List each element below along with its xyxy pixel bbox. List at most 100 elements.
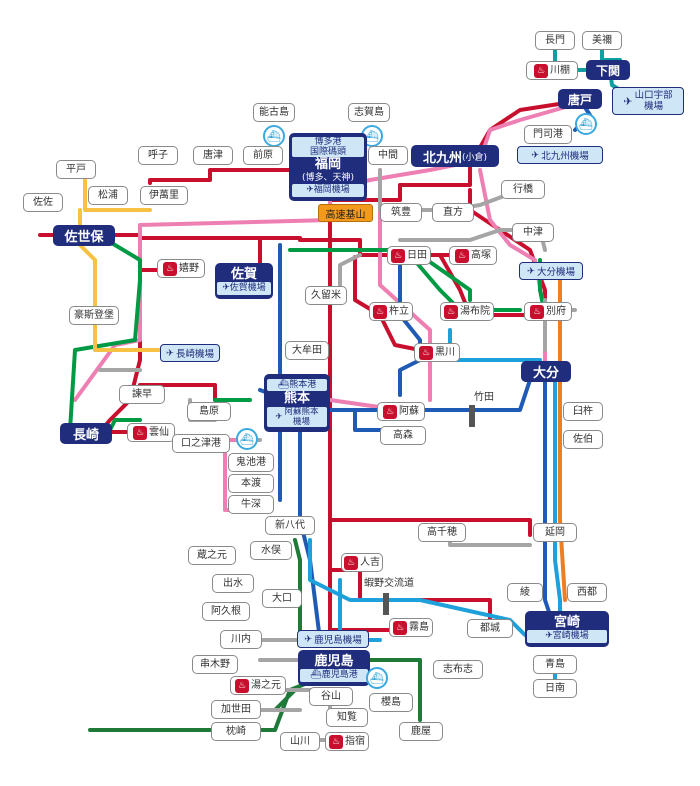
station-nobeoka[interactable]: 延岡 bbox=[533, 523, 577, 542]
station-isahaya[interactable]: 諫早 bbox=[119, 385, 165, 404]
station-izumi[interactable]: 出水 bbox=[212, 574, 254, 593]
plane-icon: ✈ bbox=[222, 283, 230, 293]
station-kurokawa[interactable]: ♨黒川 bbox=[414, 343, 460, 362]
plane-icon: ✈ bbox=[545, 631, 553, 641]
airport-saga[interactable]: ✈佐賀機場 bbox=[217, 282, 271, 295]
hub-oita[interactable]: 大分 bbox=[521, 361, 571, 382]
station-hitoyoshi[interactable]: ♨人吉 bbox=[341, 553, 383, 572]
station-yunomoto[interactable]: ♨湯之元 bbox=[230, 676, 286, 695]
station-okuchi[interactable]: 大口 bbox=[262, 589, 302, 608]
station-matsura[interactable]: 松浦 bbox=[88, 186, 128, 205]
station-kuchinotsu[interactable]: 口之津港 bbox=[172, 434, 230, 453]
station-unzen[interactable]: ♨雲仙 bbox=[127, 423, 175, 442]
station-kaseda[interactable]: 加世田 bbox=[211, 700, 261, 719]
station-takatsuka[interactable]: ♨高塚 bbox=[449, 246, 497, 265]
station-mojiko[interactable]: 門司港 bbox=[524, 125, 572, 144]
station-kitsuki[interactable]: ♨杵立 bbox=[369, 302, 413, 321]
station-yamakawa[interactable]: 山川 bbox=[280, 732, 320, 751]
station-ibusuki[interactable]: ♨指宿 bbox=[325, 732, 369, 751]
station-yukuhashi[interactable]: 行橋 bbox=[501, 180, 545, 199]
ebino-gate bbox=[383, 593, 389, 615]
station-akune[interactable]: 阿久根 bbox=[202, 602, 250, 621]
station-makurazaki[interactable]: 枕崎 bbox=[211, 722, 261, 741]
station-kirishima[interactable]: ♨霧島 bbox=[389, 618, 433, 637]
hub-saga[interactable]: 佐賀 ✈佐賀機場 bbox=[215, 263, 273, 299]
airport-kagoshima[interactable]: ✈鹿児島機場 bbox=[297, 630, 369, 648]
station-ureshino[interactable]: ♨嬉野 bbox=[157, 259, 205, 278]
airport-fukuoka[interactable]: ✈福岡機場 bbox=[292, 184, 364, 197]
station-shimabara[interactable]: 島原 bbox=[187, 402, 231, 421]
airport-miyazaki[interactable]: ✈宮崎機場 bbox=[527, 630, 607, 643]
hub-kagoshima[interactable]: 鹿児島 ⛴鹿児島港 bbox=[298, 650, 370, 686]
hub-kitakyushu[interactable]: 北九州(小倉) bbox=[411, 145, 499, 167]
airport-kumamoto[interactable]: ✈阿蘇熊本 機場 bbox=[267, 407, 327, 427]
hub-shimonoseki[interactable]: 下関 bbox=[586, 60, 630, 80]
airport-kitakyushu[interactable]: ✈北九州機場 bbox=[517, 146, 603, 164]
station-satsuma-sendai[interactable]: 蔵之元 bbox=[188, 546, 236, 565]
station-beppu[interactable]: ♨別府 bbox=[524, 302, 572, 321]
station-takamori[interactable]: 高森 bbox=[380, 426, 426, 445]
station-saza[interactable]: 佐佐 bbox=[23, 193, 63, 212]
station-nogata[interactable]: 直方 bbox=[432, 203, 474, 222]
station-kanoya[interactable]: 鹿屋 bbox=[399, 722, 443, 741]
line-red-karatsu bbox=[148, 168, 312, 185]
hub-karato[interactable]: 唐戸 bbox=[558, 89, 602, 109]
station-noko[interactable]: 能古島 bbox=[253, 103, 295, 122]
station-sendai[interactable]: 川内 bbox=[220, 630, 262, 649]
station-taniyama[interactable]: 谷山 bbox=[309, 687, 353, 706]
station-omuta[interactable]: 大牟田 bbox=[285, 341, 329, 360]
station-imari[interactable]: 伊萬里 bbox=[140, 186, 188, 205]
station-karatsu[interactable]: 唐津 bbox=[193, 146, 233, 165]
station-ushibuka[interactable]: 牛深 bbox=[228, 495, 274, 514]
station-kushikino[interactable]: 串木野 bbox=[192, 655, 238, 674]
station-yobuko[interactable]: 呼子 bbox=[138, 146, 178, 165]
hub-sasebo[interactable]: 佐世保 bbox=[53, 225, 115, 246]
station-aso[interactable]: ♨阿蘇 bbox=[377, 402, 425, 421]
hub-miyazaki[interactable]: 宮崎 ✈宮崎機場 bbox=[525, 611, 609, 647]
station-kurume[interactable]: 久留米 bbox=[305, 286, 347, 305]
line-green-shibushi bbox=[338, 658, 422, 722]
highway-kosoku-kiyama[interactable]: 高速基山 bbox=[318, 204, 373, 222]
station-takeda[interactable]: 竹田 bbox=[474, 391, 494, 403]
station-shibushi[interactable]: 志布志 bbox=[433, 660, 483, 679]
station-miyakonojo[interactable]: 都城 bbox=[467, 619, 513, 638]
station-nakama[interactable]: 中間 bbox=[368, 146, 408, 165]
line-cyan-mid bbox=[448, 328, 542, 362]
station-nagato[interactable]: 長門 bbox=[535, 31, 575, 50]
hub-fukuoka[interactable]: 博多港 国際碼頭 福岡 (博多、天神) ✈福岡機場 bbox=[289, 133, 367, 201]
station-oniike[interactable]: 鬼池港 bbox=[228, 453, 274, 472]
port-kagoshima[interactable]: ⛴鹿児島港 bbox=[300, 669, 368, 682]
station-chikuho[interactable]: 筑豊 bbox=[380, 203, 422, 222]
hub-kumamoto[interactable]: ⛴熊本港 熊本 ✈阿蘇熊本 機場 bbox=[264, 374, 330, 432]
station-nichinan[interactable]: 日南 bbox=[533, 679, 577, 698]
station-ebino[interactable]: 蝦野交流道 bbox=[364, 577, 414, 589]
plane-icon: ✈ bbox=[531, 149, 540, 161]
line-green-sasebo bbox=[68, 240, 142, 432]
station-mine[interactable]: 美禰 bbox=[582, 31, 622, 50]
station-hondo[interactable]: 本渡 bbox=[228, 474, 274, 493]
station-saiki[interactable]: 佐伯 bbox=[563, 430, 603, 449]
station-minamata[interactable]: 水俣 bbox=[250, 541, 292, 560]
station-aoshima[interactable]: 青島 bbox=[533, 655, 577, 674]
station-shin-yatsushiro[interactable]: 新八代 bbox=[265, 516, 315, 535]
station-kawatana[interactable]: ♨川棚 bbox=[526, 61, 578, 80]
port-kumamoto[interactable]: ⛴熊本港 bbox=[267, 379, 327, 391]
station-hirado[interactable]: 平戸 bbox=[56, 160, 96, 179]
station-yufuin[interactable]: ♨湯布院 bbox=[440, 302, 494, 321]
station-sakurajima[interactable]: 櫻島 bbox=[369, 693, 413, 712]
station-usuki[interactable]: 臼杵 bbox=[563, 402, 603, 421]
station-aya[interactable]: 綾 bbox=[507, 583, 543, 602]
hub-nagasaki[interactable]: 長崎 bbox=[60, 423, 112, 444]
station-nakatsu[interactable]: 中津 bbox=[512, 223, 554, 242]
onsen-icon: ♨ bbox=[373, 304, 387, 319]
station-maebaru[interactable]: 前原 bbox=[243, 146, 283, 165]
station-chiran[interactable]: 知覧 bbox=[326, 708, 368, 727]
airport-yamaguchi-ube[interactable]: ✈山口宇部 機場 bbox=[612, 87, 684, 115]
airport-nagasaki[interactable]: ✈長崎機場 bbox=[160, 344, 220, 362]
airport-oita[interactable]: ✈大分機場 bbox=[519, 262, 583, 280]
station-takachiho[interactable]: 高千穂 bbox=[418, 523, 466, 542]
station-shikano[interactable]: 志賀島 bbox=[348, 103, 390, 122]
station-saito[interactable]: 西都 bbox=[567, 583, 607, 602]
station-huis-ten-bosch[interactable]: 豪斯登堡 bbox=[69, 306, 119, 325]
station-hita[interactable]: ♨日田 bbox=[387, 246, 431, 265]
